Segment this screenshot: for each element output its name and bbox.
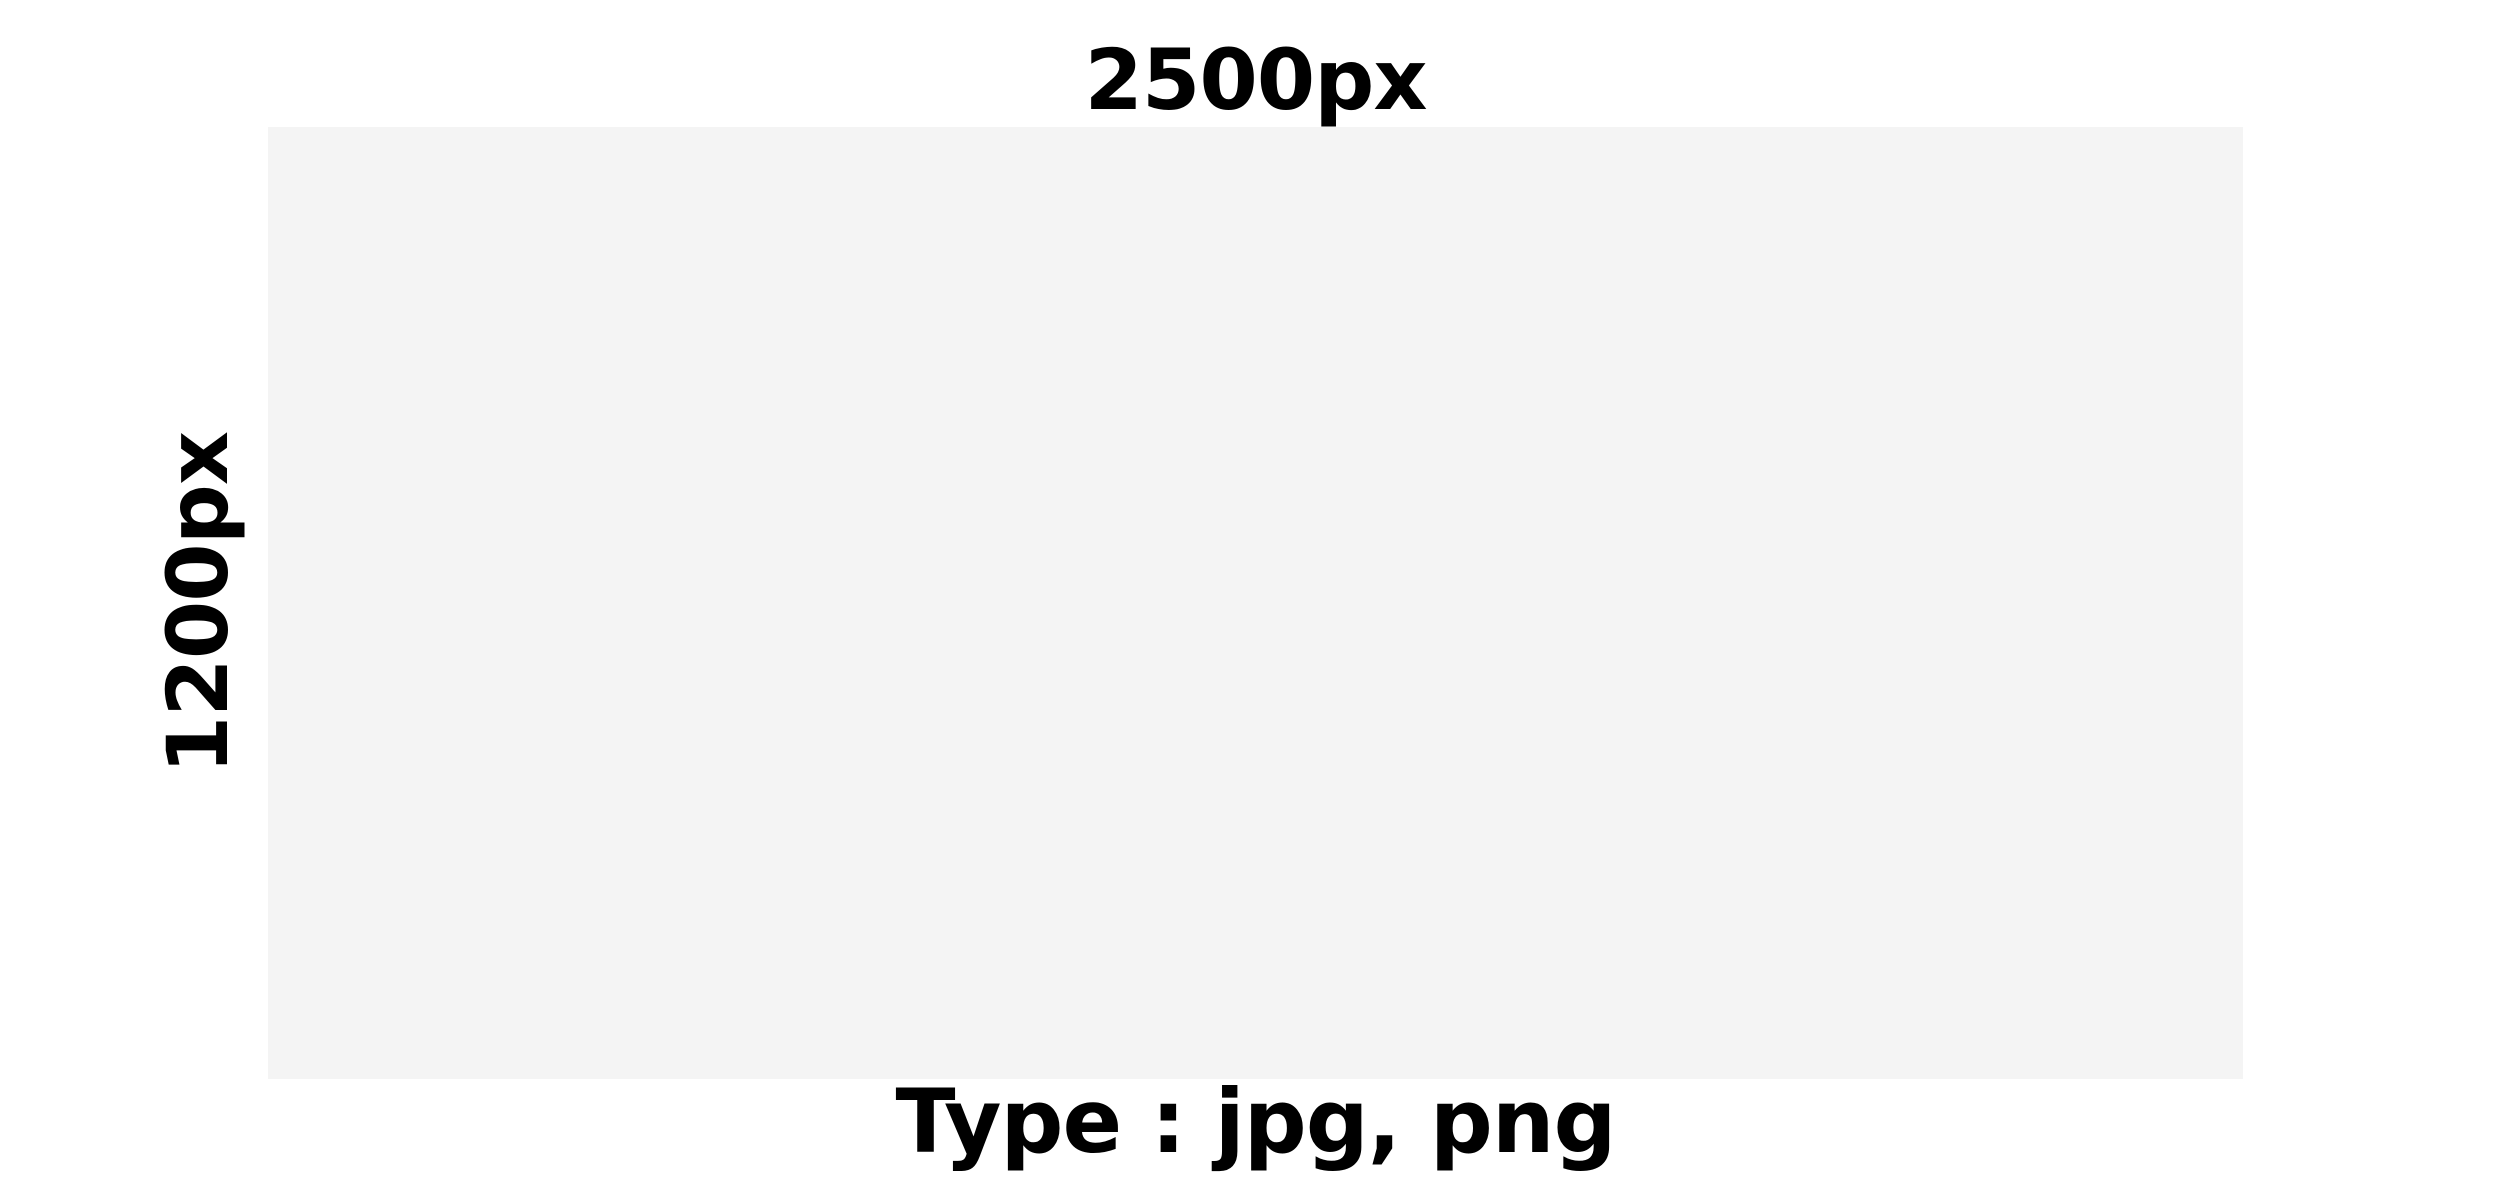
width-label: 2500px [1084, 31, 1427, 129]
image-placeholder [268, 127, 2243, 1079]
height-label: 1200px [149, 431, 247, 775]
file-type-label: Type : jpg, png [895, 1070, 1617, 1173]
